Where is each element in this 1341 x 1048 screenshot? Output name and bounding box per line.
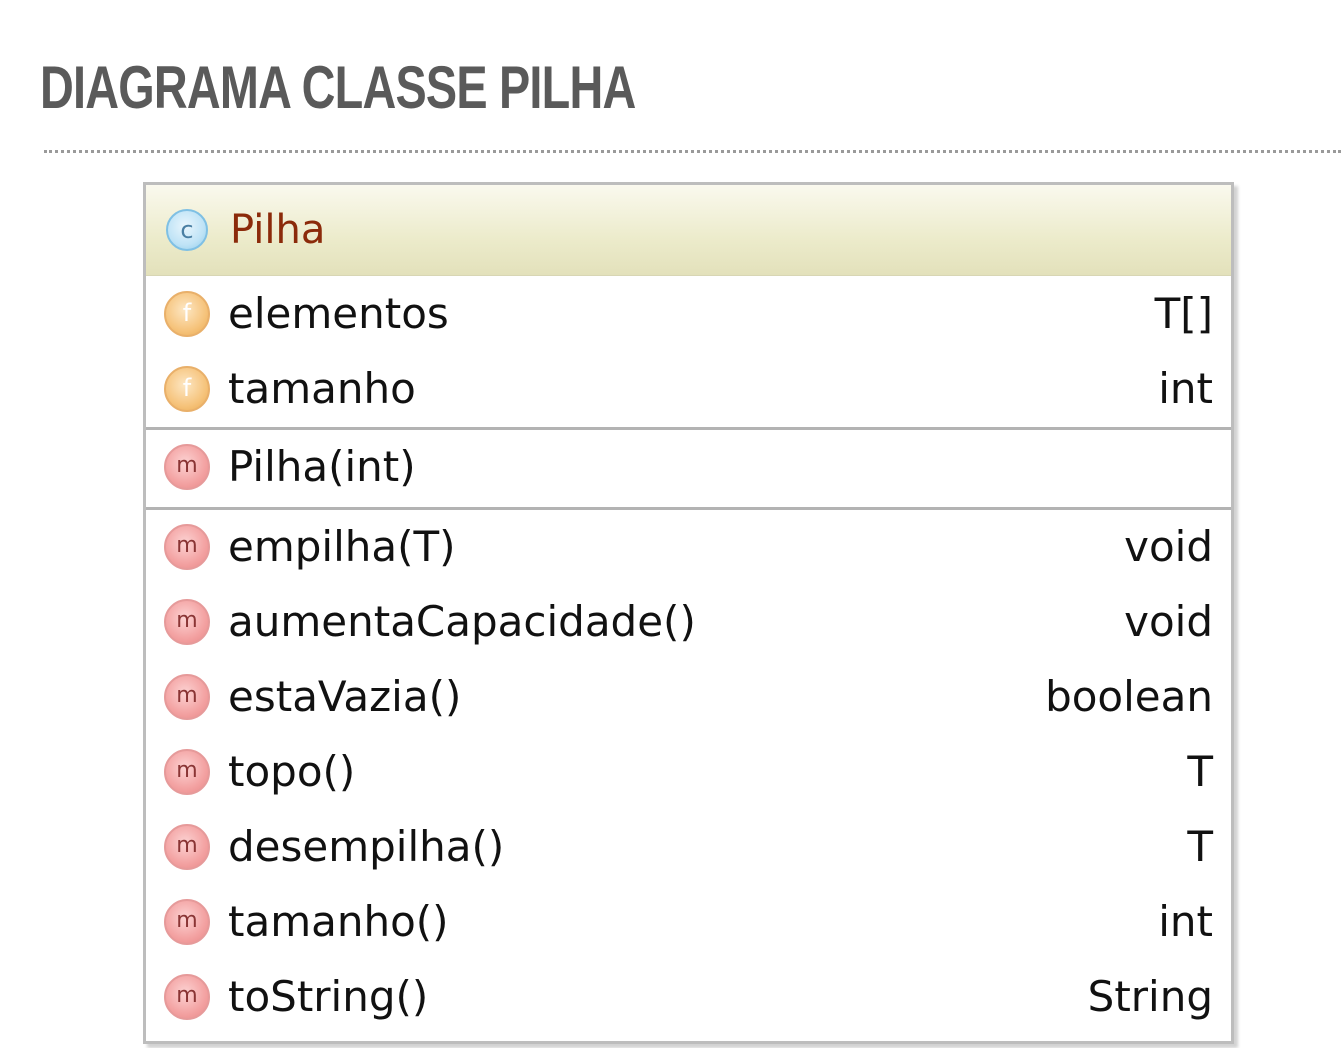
field-row: f elementos T[] [146, 277, 1231, 352]
title-divider [44, 150, 1341, 153]
method-return-type: String [1087, 972, 1213, 1021]
method-return-type: T [1187, 747, 1213, 796]
method-icon: m [164, 974, 210, 1020]
method-name: toString() [228, 972, 429, 1021]
method-name: estaVazia() [228, 672, 462, 721]
method-return-type: T [1187, 822, 1213, 871]
method-row: m tamanho() int [146, 885, 1231, 960]
method-row: m desempilha() T [146, 810, 1231, 885]
uml-class-box: c Pilha f elementos T[] f tamanho int m … [143, 182, 1234, 1044]
field-icon: f [164, 366, 210, 412]
method-return-type: void [1124, 522, 1213, 571]
method-return-type: boolean [1045, 672, 1213, 721]
method-row: m topo() T [146, 735, 1231, 810]
method-row: m empilha(T) void [146, 510, 1231, 585]
method-row: m aumentaCapacidade() void [146, 585, 1231, 660]
field-name: tamanho [228, 364, 416, 413]
method-row: m estaVazia() boolean [146, 660, 1231, 735]
fields-section: f elementos T[] f tamanho int [146, 277, 1231, 427]
class-header: c Pilha [146, 185, 1231, 276]
class-name: Pilha [230, 207, 326, 253]
method-name: desempilha() [228, 822, 505, 871]
constructor-row: m Pilha(int) [146, 430, 1231, 505]
method-icon: m [164, 749, 210, 795]
method-icon: m [164, 599, 210, 645]
method-return-type: void [1124, 597, 1213, 646]
field-icon: f [164, 291, 210, 337]
method-return-type: int [1158, 897, 1213, 946]
method-row: m toString() String [146, 960, 1231, 1035]
field-type: T[] [1154, 289, 1213, 338]
method-name: aumentaCapacidade() [228, 597, 696, 646]
method-icon: m [164, 899, 210, 945]
method-name: topo() [228, 747, 356, 796]
method-name: empilha(T) [228, 522, 456, 571]
method-icon: m [164, 824, 210, 870]
constructor-name: Pilha(int) [228, 442, 416, 491]
constructors-section: m Pilha(int) [146, 427, 1231, 508]
class-icon: c [166, 209, 208, 251]
methods-section: m empilha(T) void m aumentaCapacidade() … [146, 507, 1231, 1038]
method-name: tamanho() [228, 897, 449, 946]
slide-title: DIAGRAMA CLASSE PILHA [40, 54, 636, 121]
field-name: elementos [228, 289, 449, 338]
method-icon: m [164, 524, 210, 570]
field-row: f tamanho int [146, 352, 1231, 427]
method-icon: m [164, 444, 210, 490]
field-type: int [1158, 364, 1213, 413]
method-icon: m [164, 674, 210, 720]
